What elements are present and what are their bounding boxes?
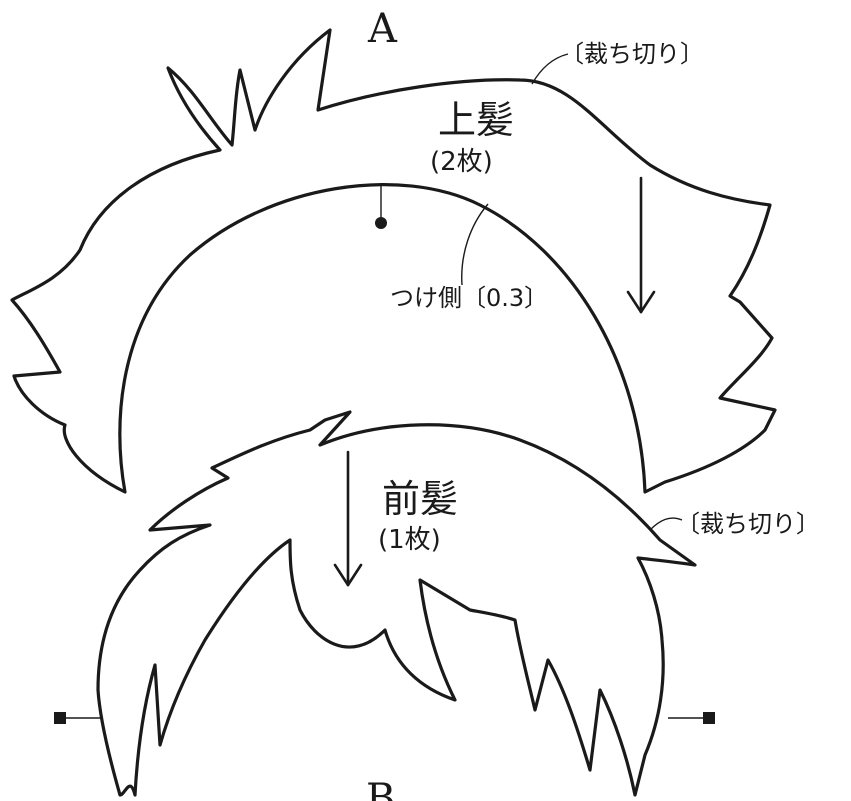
top-hair-outline [10, 28, 777, 494]
top-hair-name: 上髪 [438, 98, 514, 142]
top-hair-count: (2枚) [430, 147, 493, 177]
top-cut-leader [531, 53, 569, 85]
piece-b-label: B [366, 776, 395, 801]
center-mark-dot [375, 217, 387, 229]
front-hair-count: (1枚) [378, 525, 441, 555]
piece-a-label: A [367, 6, 398, 52]
top-hair-grain-arrow [626, 176, 656, 314]
top-hair-cut-label: 〔裁ち切り〕 [560, 40, 704, 68]
front-hair-outline [96, 410, 697, 797]
front-cut-leader [649, 517, 683, 531]
front-hair-cut-label: 〔裁ち切り〕 [676, 510, 820, 538]
attach-side-leader [461, 203, 489, 286]
attach-side-label: つけ側〔0.3〕 [390, 284, 548, 312]
right-side-mark [668, 712, 715, 724]
left-side-mark [54, 712, 100, 724]
front-hair-name: 前髪 [382, 477, 458, 521]
front-hair-grain-arrow [333, 450, 363, 587]
